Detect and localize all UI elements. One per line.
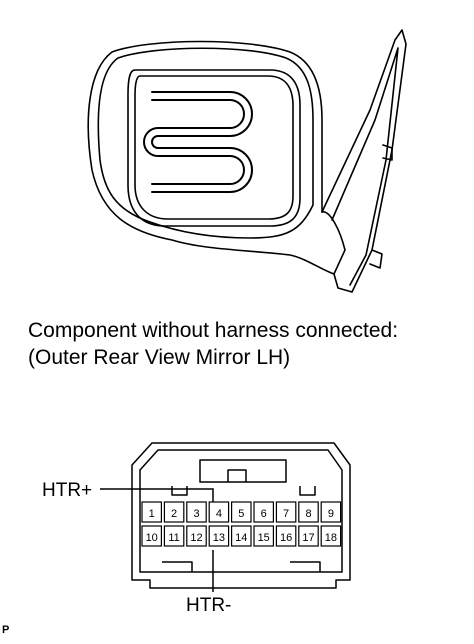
mirror-glass	[127, 69, 301, 227]
caption-line-1: Component without harness connected:	[28, 319, 399, 342]
mirror-illustration	[87, 29, 407, 293]
pin-number: 15	[258, 532, 270, 544]
heater-element-inner	[151, 91, 253, 193]
pin-cell	[163, 525, 185, 547]
connector-bottom-slots	[162, 561, 321, 572]
pin-number: 17	[302, 532, 314, 544]
pin-number: 5	[238, 508, 244, 520]
pin-cell	[208, 525, 230, 547]
pin-number: 2	[171, 508, 177, 520]
heater-element	[143, 99, 245, 185]
mirror-mount-arm-inner	[331, 47, 399, 286]
pin-cell	[231, 501, 252, 523]
pin-cell	[298, 525, 319, 547]
htr-minus-label: HTR-	[186, 595, 232, 616]
htr-plus-label: HTR+	[42, 480, 93, 501]
pin-cell	[186, 501, 207, 523]
pin-number: 8	[305, 508, 311, 520]
pin-cell	[275, 501, 297, 523]
pin-cell	[186, 525, 207, 547]
pin-number: 1	[149, 508, 155, 520]
pin-number: 16	[280, 532, 292, 544]
connector-keys	[171, 486, 316, 496]
mirror-mount-arm	[321, 29, 407, 293]
pin-number: 4	[216, 508, 222, 520]
pin-number: 12	[190, 532, 202, 544]
pin-number: 9	[328, 508, 334, 520]
pin-number: 7	[283, 508, 289, 520]
pin-cell	[320, 525, 342, 547]
pin-cell	[298, 501, 319, 523]
mirror-housing-outline	[87, 40, 346, 275]
pin-number: 10	[146, 532, 158, 544]
pin-number: 6	[261, 508, 267, 520]
pin-number: 18	[325, 532, 337, 544]
pin-cell	[141, 501, 162, 523]
connector-housing-inner	[139, 449, 343, 573]
pin-cell	[320, 501, 342, 523]
pin-number: 11	[168, 532, 179, 544]
connector-lock-tab	[199, 459, 287, 483]
mirror-mount-bracket	[369, 144, 393, 269]
mirror-housing-rim	[97, 47, 314, 239]
pin-cell	[141, 525, 162, 547]
pin-cell	[231, 525, 252, 547]
caption-line-2: (Outer Rear View Mirror LH)	[28, 346, 291, 369]
connector-housing	[131, 442, 351, 589]
htr-plus-leader	[100, 488, 214, 502]
pin-number: 3	[193, 508, 199, 520]
pin-number: 14	[235, 532, 247, 544]
pin-cell	[208, 501, 230, 523]
mirror-glass-inner	[134, 75, 294, 220]
pin-cell	[253, 525, 274, 547]
pin-number: 13	[213, 532, 225, 544]
pin-cell	[253, 501, 274, 523]
pin-cell	[275, 525, 297, 547]
pin-cell	[163, 501, 185, 523]
reference-code: P	[2, 624, 10, 636]
